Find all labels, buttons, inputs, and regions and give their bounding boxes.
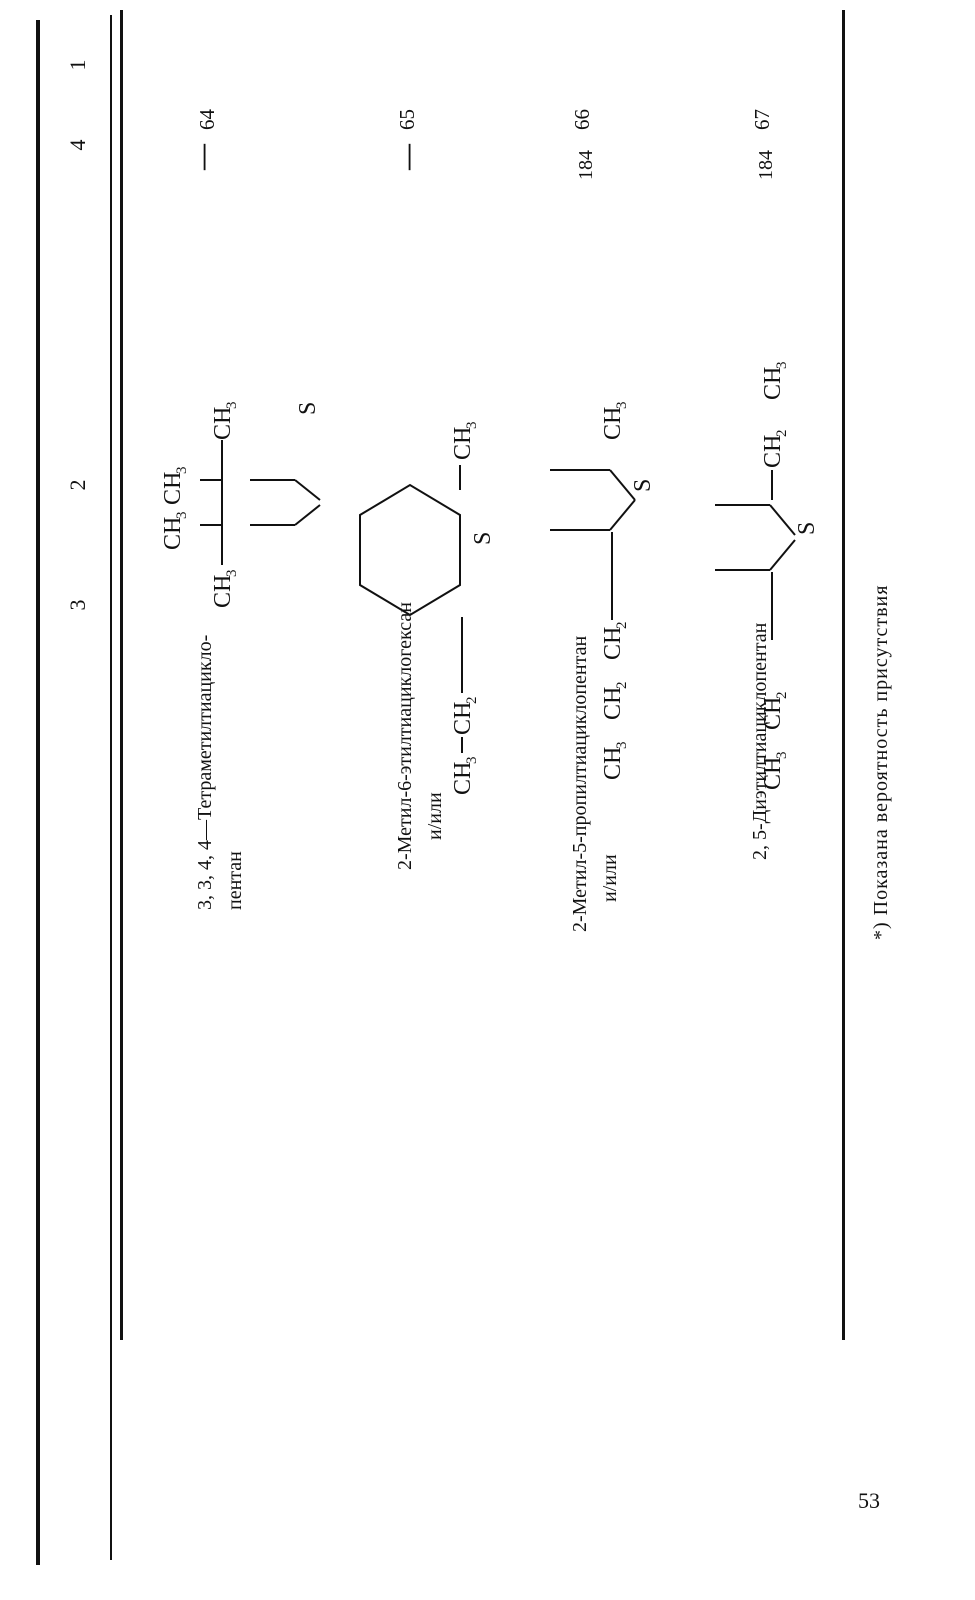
value-cell: 184 [575,150,597,180]
col-header-1: 1 [65,59,90,71]
formula-label: CH [600,407,626,440]
formula-label: CH [160,517,186,550]
col-header-4-visible: 4 [65,139,90,151]
formula-subscript: 2 [614,682,630,690]
value-cell: — [188,144,217,170]
formula-sulfur: S [630,479,656,492]
value-cell: — [393,144,422,170]
formula-label: CH [160,472,186,505]
col-header-3: 3 [65,599,90,611]
header-bottom-rule [110,15,112,1560]
structural-formula-66: S CH 3 CH 2 CH 2 CH 3 [520,280,660,780]
formula-label: CH [450,427,476,460]
table-bottom-rule [842,10,845,1340]
value-cell: 184 [755,150,777,180]
formula-subscript: 3 [174,512,190,520]
structural-formula-65: CH 3 CH 2 S CH 3 [330,325,500,795]
formula-sulfur: S [794,522,820,535]
formula-subscript: 3 [614,402,630,410]
formula-subscript: 3 [774,362,790,370]
formula-label: CH [760,435,786,468]
formula-subscript: 3 [614,742,630,750]
structural-formula-64: CH 3 CH 3 CH 3 CH 3 S [120,260,321,720]
formula-subscript: 2 [614,622,630,630]
formula-label: CH [600,687,626,720]
row-number: 67 [750,109,774,130]
formula-subscript: 3 [224,570,240,578]
formula-subscript: 3 [224,402,240,410]
formula-subscript: 2 [774,430,790,438]
formula-subscript: 3 [464,757,480,765]
formula-label: CH [760,697,786,730]
row-number: 64 [195,109,219,130]
formula-label: CH [450,762,476,795]
row-number: 65 [395,109,419,130]
formula-subscript: 2 [464,697,480,705]
formula-subscript: 3 [174,467,190,475]
formula-label: CH [760,757,786,790]
formula-subscript: 3 [774,752,790,760]
formula-label: CH [760,367,786,400]
formula-subscript: 2 [774,692,790,700]
row-number: 66 [570,109,594,130]
page-number: 53 [858,1488,880,1513]
formula-label: CH [600,627,626,660]
formula-subscript: 3 [464,422,480,430]
formula-label: CH [600,747,626,780]
formula-sulfur: S [295,402,321,415]
formula-sulfur: S [470,532,496,545]
footnote: *) Показана вероятность присутствия [870,584,892,940]
col-header-2: 2 [65,479,90,491]
formula-label: CH [450,702,476,735]
table-top-rule [36,20,40,1565]
formula-label: CH [210,575,236,608]
formula-label: CH [210,407,236,440]
structural-formula-67: S CH 3 CH 2 CH 2 CH 3 [690,230,820,790]
